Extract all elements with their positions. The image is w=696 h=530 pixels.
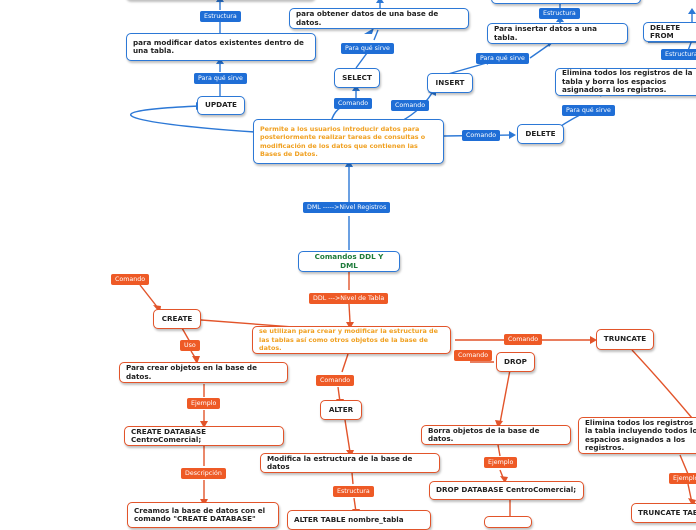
ddl-branch-label: DDL --->Nivel de Tabla xyxy=(309,293,389,304)
create-example-node[interactable]: CREATE DATABASE CentroComercial; xyxy=(124,426,284,446)
create-command-label: Comando xyxy=(111,274,150,285)
create-description-node[interactable]: Creamos la base de datos con el comando … xyxy=(127,502,279,528)
create-use-node[interactable]: Para crear objetos en la base de datos. xyxy=(119,362,288,383)
insert-command-node[interactable]: INSERT xyxy=(427,73,473,93)
create-description-label: Descripción xyxy=(181,468,226,479)
insert-purpose-label: Para qué sirve xyxy=(476,53,529,64)
delete-syntax-label: Estructura xyxy=(661,49,696,60)
alter-purpose-node[interactable]: Modifica la estructura de la base de dat… xyxy=(260,453,440,473)
update-command-node[interactable]: UPDATE xyxy=(197,96,245,115)
insert-command-label: Comando xyxy=(391,100,430,111)
drop-extra-node[interactable] xyxy=(484,516,532,528)
root-node[interactable]: Comandos DDL Y DML xyxy=(298,251,400,272)
dml-description-node[interactable]: Permite a los usuarios introducir datos … xyxy=(253,119,444,164)
create-use-label: Uso xyxy=(180,340,200,351)
select-purpose-node[interactable]: para obtener datos de una base de datos. xyxy=(289,8,469,29)
truncate-purpose-node[interactable]: Elimina todos los registros de la tabla … xyxy=(578,417,696,454)
delete-command-node[interactable]: DELETE xyxy=(517,124,564,144)
drop-command-node[interactable]: DROP xyxy=(496,352,535,372)
update-purpose-label: Para qué sirve xyxy=(194,73,247,84)
select-command-label: Comando xyxy=(334,98,373,109)
alter-command-label: Comando xyxy=(316,375,355,386)
dml-branch-label: DML ----->Nivel Registros xyxy=(303,202,391,213)
delete-command-label: Comando xyxy=(462,130,501,141)
insert-syntax-label: Estructura xyxy=(539,8,580,19)
update-purpose-node[interactable]: para modificar datos existentes dentro d… xyxy=(126,33,316,61)
truncate-command-node[interactable]: TRUNCATE xyxy=(596,329,654,350)
truncate-example-node[interactable]: TRUNCATE TAB xyxy=(631,503,696,523)
truncate-command-label: Comando xyxy=(504,334,543,345)
insert-structure-node[interactable] xyxy=(491,0,641,4)
select-purpose-label: Para qué sirve xyxy=(341,43,394,54)
insert-purpose-node[interactable]: Para insertar datos a una tabla. xyxy=(487,23,628,44)
delete-purpose-label: Para qué sirve xyxy=(562,105,615,116)
update-syntax-label: Estructura xyxy=(200,11,241,22)
alter-syntax-label: Estructura xyxy=(333,486,374,497)
alter-command-node[interactable]: ALTER xyxy=(320,400,362,420)
drop-example-node[interactable]: DROP DATABASE CentroComercial; xyxy=(429,481,584,500)
drop-purpose-node[interactable]: Borra objetos de la base de datos. xyxy=(421,425,571,445)
truncate-example-label: Ejemplo xyxy=(669,473,696,484)
drop-command-label: Comando xyxy=(454,350,493,361)
alter-syntax-node[interactable]: ALTER TABLE nombre_tabla xyxy=(287,510,431,530)
ddl-description-node[interactable]: se utilizan para crear y modificar la es… xyxy=(252,326,451,354)
delete-purpose-node[interactable]: Elimina todos los registros de la tabla … xyxy=(555,68,696,96)
delete-example-node[interactable]: DELETE FROM xyxy=(643,22,696,42)
create-command-node[interactable]: CREATE xyxy=(153,309,201,329)
create-example-label: Ejemplo xyxy=(187,398,221,409)
select-command-node[interactable]: SELECT xyxy=(334,68,380,88)
drop-example-label: Ejemplo xyxy=(484,457,518,468)
